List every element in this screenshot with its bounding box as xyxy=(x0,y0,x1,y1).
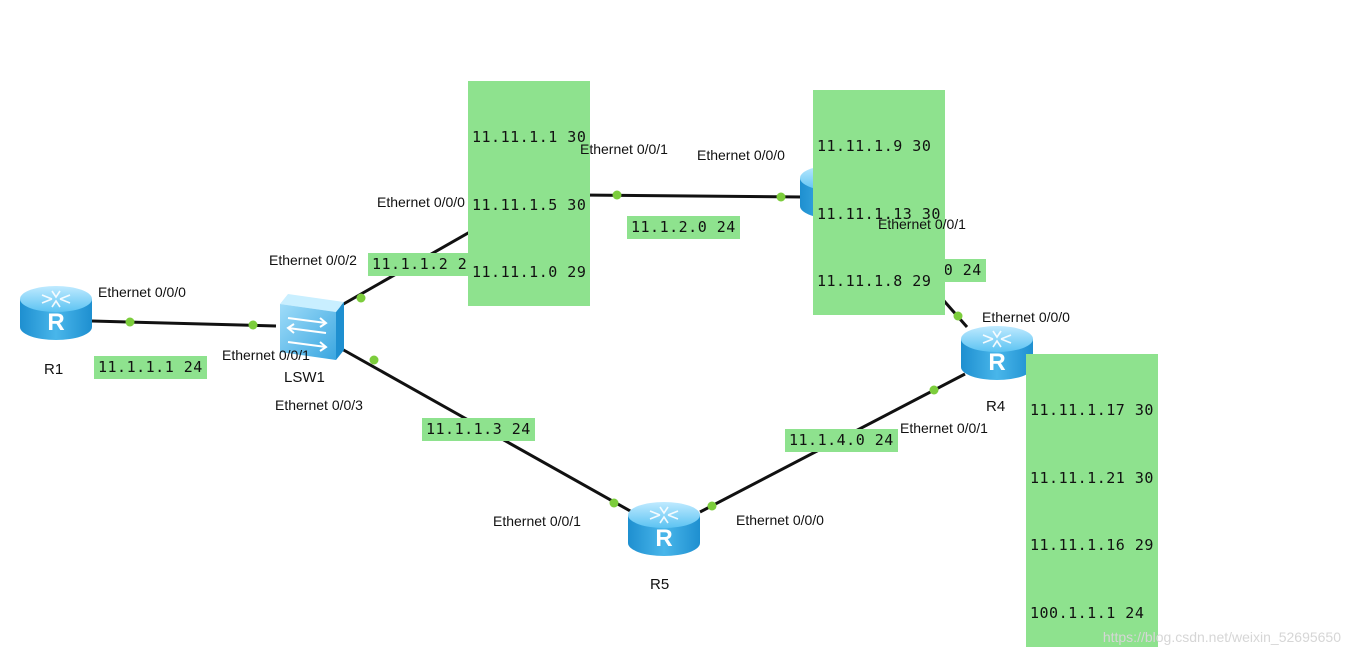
address-line: 11.11.1.0 29 xyxy=(472,263,587,281)
device-label-lsw1: LSW1 xyxy=(284,369,325,386)
address-box-r2-r3: 11.1.2.0 24 xyxy=(627,216,740,239)
address-line: 100.1.1.1 24 xyxy=(1030,603,1145,622)
address-line: 11.11.1.16 29 xyxy=(1030,536,1154,554)
device-label-r4: R4 xyxy=(986,398,1006,415)
port-dot xyxy=(612,190,622,200)
address-box-r4-loopbacks: 11.11.1.17 30 11.11.1.21 30 11.11.1.16 2… xyxy=(1026,354,1158,647)
address-box-r1-link: 11.1.1.1 24 xyxy=(94,356,207,379)
address-box-r5-link: 11.1.1.3 24 xyxy=(422,418,535,441)
link-r1-lsw1 xyxy=(91,319,277,328)
router-icon[interactable] xyxy=(19,285,93,341)
port-dot xyxy=(609,498,619,508)
port-label-lsw1-e002: Ethernet 0/0/2 xyxy=(269,252,357,268)
address-box-r2-link: 11.1.1.2 24 xyxy=(368,253,481,276)
device-label-r1: R1 xyxy=(44,361,64,378)
port-label-lsw1-e003: Ethernet 0/0/3 xyxy=(275,397,363,413)
address-line: 11.11.1.17 30 xyxy=(1030,401,1154,419)
port-dot xyxy=(369,355,379,365)
router-icon[interactable] xyxy=(960,325,1034,381)
port-label-r2-e001: Ethernet 0/0/1 xyxy=(580,141,668,157)
port-dot xyxy=(125,317,135,327)
port-label-r2-e000: Ethernet 0/0/0 xyxy=(377,194,465,210)
port-label-r5-e001: Ethernet 0/0/1 xyxy=(493,513,581,529)
address-line: 11.11.1.8 29 xyxy=(817,272,932,290)
address-box-r4-r5: 11.1.4.0 24 xyxy=(785,429,898,452)
address-line: 11.11.1.5 30 xyxy=(472,195,587,214)
port-label-r1-e000: Ethernet 0/0/0 xyxy=(98,284,186,300)
address-line: 11.11.1.13 30 xyxy=(817,204,941,223)
port-label-r4-e001: Ethernet 0/0/1 xyxy=(900,420,988,436)
address-line: 11.11.1.1 30 xyxy=(472,128,587,146)
port-dot xyxy=(776,192,786,202)
address-box-r3-loopbacks: 11.11.1.9 30 11.11.1.13 30 11.11.1.8 29 xyxy=(813,90,945,315)
port-dot xyxy=(248,320,258,330)
port-dot xyxy=(356,293,366,303)
port-label-r5-e000: Ethernet 0/0/0 xyxy=(736,512,824,528)
address-line: 11.11.1.9 30 xyxy=(817,137,932,155)
port-dot xyxy=(707,501,717,511)
address-line: 11.11.1.21 30 xyxy=(1030,468,1154,487)
port-label-r4-e000: Ethernet 0/0/0 xyxy=(982,309,1070,325)
switch-icon[interactable] xyxy=(280,294,344,360)
port-dot xyxy=(953,311,963,321)
port-label-r3-e001: Ethernet 0/0/1 xyxy=(878,216,966,232)
device-label-r5: R5 xyxy=(650,576,670,593)
port-label-lsw1-e001: Ethernet 0/0/1 xyxy=(222,347,310,363)
router-icon[interactable] xyxy=(627,501,701,557)
watermark: https://blog.csdn.net/weixin_52695650 xyxy=(1102,629,1341,645)
address-box-r2-loopbacks: 11.11.1.1 30 11.11.1.5 30 11.11.1.0 29 xyxy=(468,81,591,306)
port-dot xyxy=(929,385,939,395)
port-label-r3-e000: Ethernet 0/0/0 xyxy=(697,147,785,163)
